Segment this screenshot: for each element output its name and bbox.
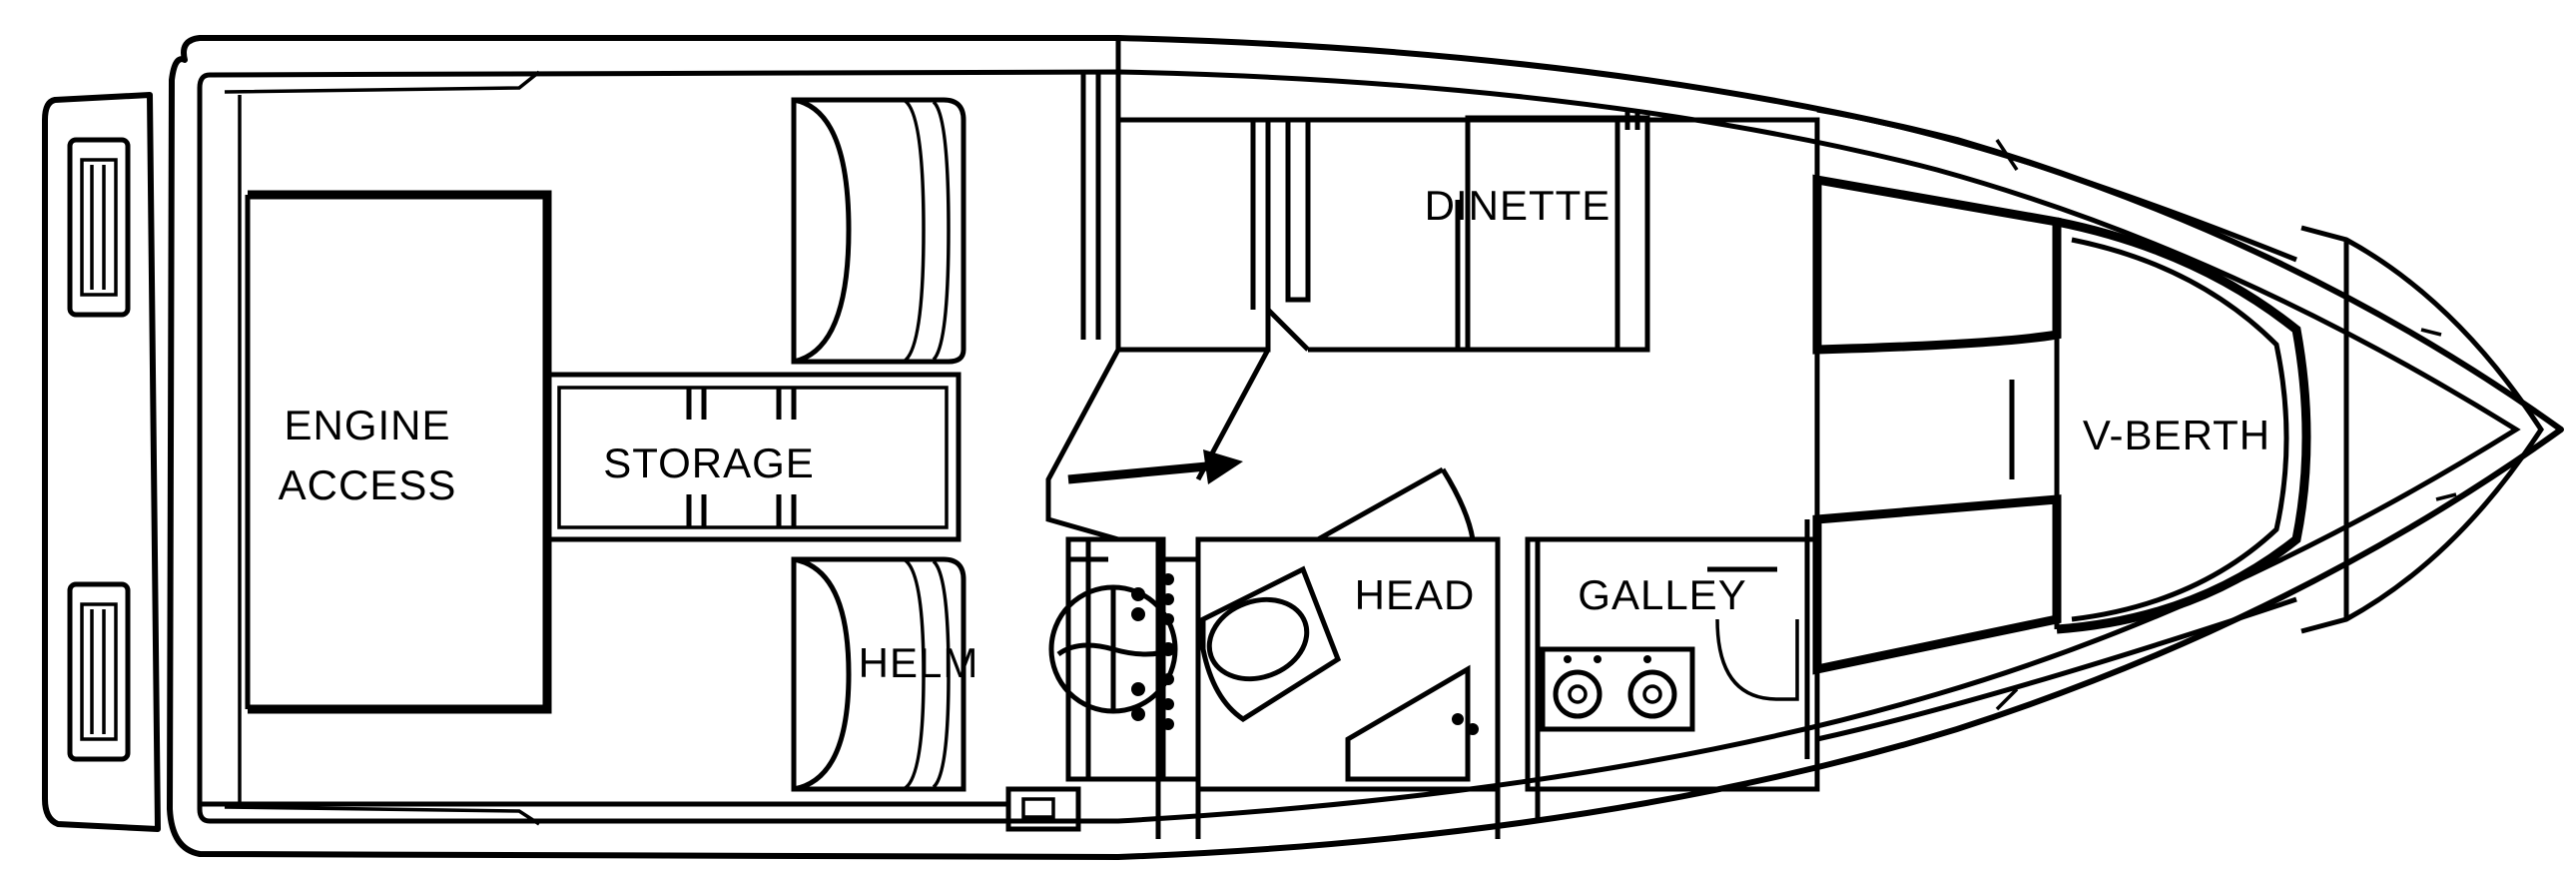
dinette: DINETTE	[1268, 110, 1820, 353]
cockpit-seat-port	[791, 97, 966, 365]
companionway	[1067, 117, 1617, 484]
helm-console	[1005, 536, 1201, 839]
engine-access-label-line1: ENGINE	[284, 402, 450, 448]
sink-icon	[1345, 664, 1471, 782]
engine-access-hatch: ENGINE ACCESS	[245, 190, 552, 714]
transom-rail	[197, 95, 1008, 807]
galley-sink-icon	[1715, 618, 1799, 701]
storage-label: STORAGE	[603, 439, 815, 486]
helm-label: HELM	[859, 639, 979, 686]
galley: GALLEY	[1525, 519, 1820, 819]
bulkhead	[1045, 38, 1121, 542]
bow	[2300, 225, 2544, 634]
hull-outline	[167, 35, 2564, 860]
head-label: HEAD	[1355, 571, 1476, 618]
engine-access-label-line2: ACCESS	[279, 461, 457, 508]
v-berth-label: V-BERTH	[2083, 412, 2270, 458]
dinette-label: DINETTE	[1425, 182, 1611, 229]
stove-icon	[1540, 646, 1695, 732]
swim-platform	[42, 92, 161, 832]
head-compartment: HEAD	[1195, 466, 1501, 839]
storage-area: STORAGE	[544, 372, 962, 542]
v-berth: V-BERTH	[1812, 107, 2311, 742]
helm-seat: HELM	[791, 556, 979, 792]
galley-label: GALLEY	[1578, 571, 1746, 618]
toilet-icon	[1200, 565, 1342, 722]
